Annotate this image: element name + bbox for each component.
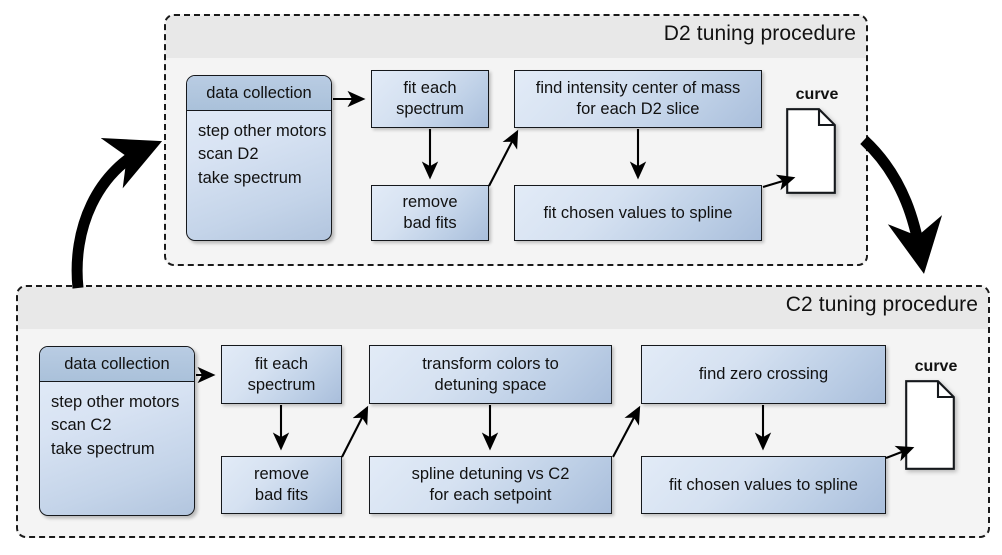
- d2-fit-chosen-values-line-1: fit chosen values to spline: [543, 203, 733, 222]
- c2-box-remove-bad-fits: remove bad fits: [221, 456, 342, 514]
- d2-data-collection-header: data collection: [187, 76, 331, 111]
- d2-data-collection-steps: step other motors scan D2 take spectrum: [187, 111, 331, 190]
- c2-spline-detuning-line-1: spline detuning vs C2: [411, 465, 570, 484]
- d2-step-2: scan D2: [198, 145, 259, 164]
- panel-title-d2: D2 tuning procedure: [663, 22, 856, 45]
- d2-fit-each-spectrum-line-1: fit each: [403, 79, 457, 98]
- d2-box-remove-bad-fits: remove bad fits: [371, 185, 489, 241]
- panel-header-c2: [18, 287, 988, 329]
- c2-remove-bad-fits-line-1: remove: [253, 465, 310, 484]
- c2-box-transform-colors-to-detuning-space: transform colors to detuning space: [369, 345, 612, 404]
- panel-header-d2: [166, 16, 866, 58]
- c2-fit-chosen-values-line-1: fit chosen values to spline: [669, 475, 858, 494]
- c2-box-fit-chosen-values-to-spline: fit chosen values to spline: [641, 456, 886, 514]
- d2-step-1: step other motors: [198, 122, 327, 140]
- d2-remove-bad-fits-line-1: remove: [402, 193, 458, 212]
- c2-remove-bad-fits-line-2: bad fits: [254, 486, 309, 504]
- d2-box-fit-each-spectrum: fit each spectrum: [371, 70, 489, 128]
- c2-fit-each-spectrum-line-2: spectrum: [247, 375, 316, 394]
- document-icon: [786, 108, 836, 194]
- c2-find-zero-crossing-line-1: find zero crossing: [698, 365, 829, 384]
- d2-step-3: take spectrum: [198, 168, 302, 187]
- c2-step-1: step other motors: [51, 393, 180, 411]
- c2-artifact-curve: curve: [905, 358, 967, 473]
- panel-title-c2: C2 tuning procedure: [785, 293, 978, 316]
- arrow-d2-to-c2-loop: [860, 135, 943, 274]
- d2-find-icm-line-2: for each D2 slice: [576, 100, 700, 118]
- d2-data-collection-block: data collection step other motors scan D…: [186, 75, 332, 241]
- arrow-c2-to-d2-loop: [71, 137, 163, 289]
- d2-fit-each-spectrum-line-2: spectrum: [396, 100, 464, 118]
- c2-spline-detuning-line-2: for each setpoint: [429, 486, 552, 504]
- c2-box-find-zero-crossing: find zero crossing: [641, 345, 886, 404]
- c2-box-fit-each-spectrum: fit each spectrum: [221, 345, 342, 404]
- c2-transform-colors-line-1: transform colors to: [422, 354, 559, 373]
- d2-remove-bad-fits-line-2: bad fits: [403, 214, 457, 232]
- d2-curve-label: curve: [795, 86, 839, 103]
- c2-fit-each-spectrum-line-1: fit each: [254, 354, 309, 373]
- c2-curve-label: curve: [914, 358, 958, 375]
- c2-data-collection-header: data collection: [40, 347, 194, 382]
- c2-step-2: scan C2: [51, 416, 112, 435]
- c2-data-collection-block: data collection step other motors scan C…: [39, 346, 195, 516]
- d2-find-icm-line-1: find intensity center of mass: [535, 79, 741, 98]
- document-icon: [905, 380, 955, 470]
- c2-box-spline-detuning-vs-c2: spline detuning vs C2 for each setpoint: [369, 456, 612, 514]
- d2-box-find-intensity-center-of-mass: find intensity center of mass for each D…: [514, 70, 762, 128]
- c2-data-collection-steps: step other motors scan C2 take spectrum: [40, 382, 194, 461]
- c2-transform-colors-line-2: detuning space: [434, 375, 547, 394]
- d2-artifact-curve: curve: [786, 86, 848, 198]
- d2-box-fit-chosen-values-to-spline: fit chosen values to spline: [514, 185, 762, 241]
- c2-step-3: take spectrum: [51, 439, 155, 458]
